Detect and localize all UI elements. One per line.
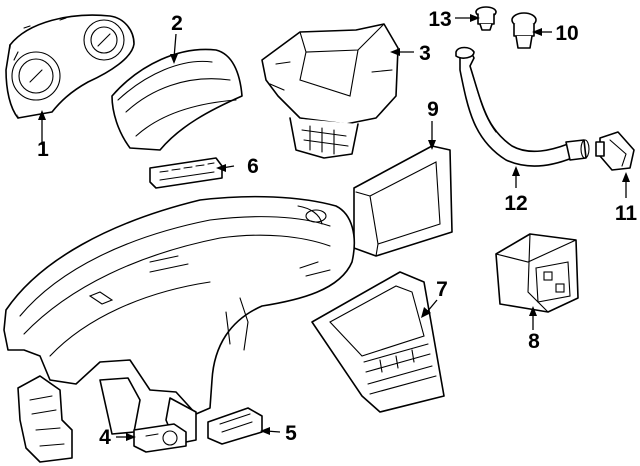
callout-10: 10 [555,22,578,45]
callout-8: 8 [528,330,540,353]
callout-6: 6 [247,155,259,178]
callout-1: 1 [37,138,49,161]
part-2-cluster-hood [111,48,243,151]
callout-5: 5 [285,422,297,445]
callout-4: 4 [99,426,111,449]
part-6-switch-panel [149,157,223,189]
callout-9: 9 [427,98,439,121]
dashboard-assembly [3,195,356,463]
callout-7: 7 [436,278,448,301]
part-13-clip [475,6,497,31]
callout-2: 2 [171,12,183,35]
leader-lines [38,14,630,441]
part-11-sensor [595,131,635,171]
part-12-hose [455,46,590,167]
callout-3: 3 [419,42,431,65]
part-10-plug [511,12,537,49]
part-3-audio-unit [261,23,399,159]
callout-11: 11 [615,202,638,225]
callout-labels: 1 2 3 4 5 6 7 8 9 10 11 12 13 [37,8,637,449]
callout-12: 12 [504,192,527,215]
part-5-switch [207,407,263,445]
callout-13: 13 [428,8,451,31]
part-8-switch-module [495,233,579,313]
part-9-display-screen [353,145,453,257]
part-7-control-panel [311,271,445,413]
part-1-instrument-cluster [5,14,135,119]
part-4-switch [133,423,187,453]
